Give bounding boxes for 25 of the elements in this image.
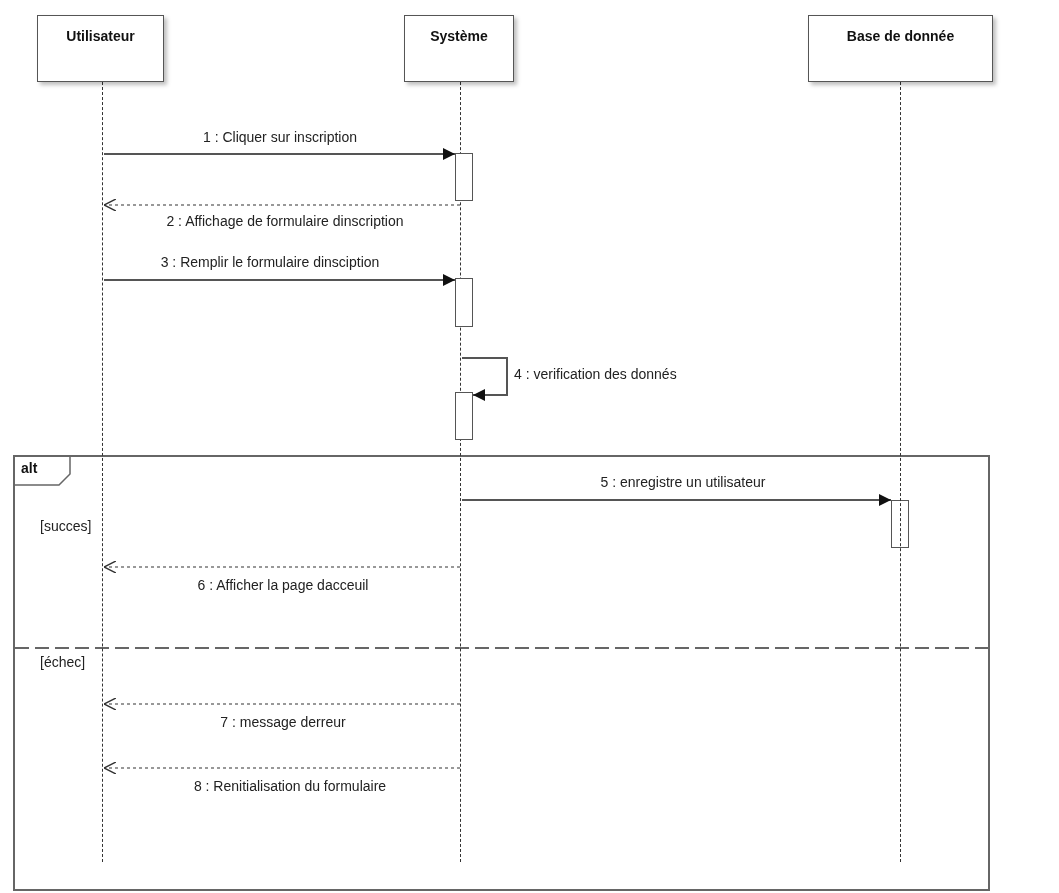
return-message-arrow [103, 761, 461, 775]
alt-frame [13, 455, 990, 891]
message-label: 3 : Remplir le formulaire dinsciption [158, 254, 382, 271]
message-arrow [461, 494, 892, 506]
message-arrow [103, 148, 456, 160]
activation-bar [891, 500, 909, 548]
frame-operator: alt [21, 460, 38, 476]
message-arrow [103, 274, 456, 286]
message-label: 5 : enregistre un utilisateur [598, 474, 768, 491]
return-message-arrow [103, 697, 461, 711]
lifeline [102, 82, 104, 862]
guard-condition: [échec] [40, 654, 86, 671]
participant-box: Utilisateur [37, 15, 164, 82]
activation-bar [455, 392, 473, 440]
participant-box: Système [404, 15, 514, 82]
participant-box: Base de donnée [808, 15, 993, 82]
message-arrow [461, 357, 508, 401]
activation-bar [455, 153, 473, 201]
message-label: 7 : message derreur [218, 714, 348, 731]
message-label: 2 : Affichage de formulaire dinscription [164, 213, 406, 230]
activation-bar [455, 278, 473, 327]
lifeline [900, 82, 902, 862]
return-message-arrow [103, 198, 461, 212]
return-message-arrow [103, 560, 461, 574]
message-label: 6 : Afficher la page dacceuil [195, 577, 371, 594]
